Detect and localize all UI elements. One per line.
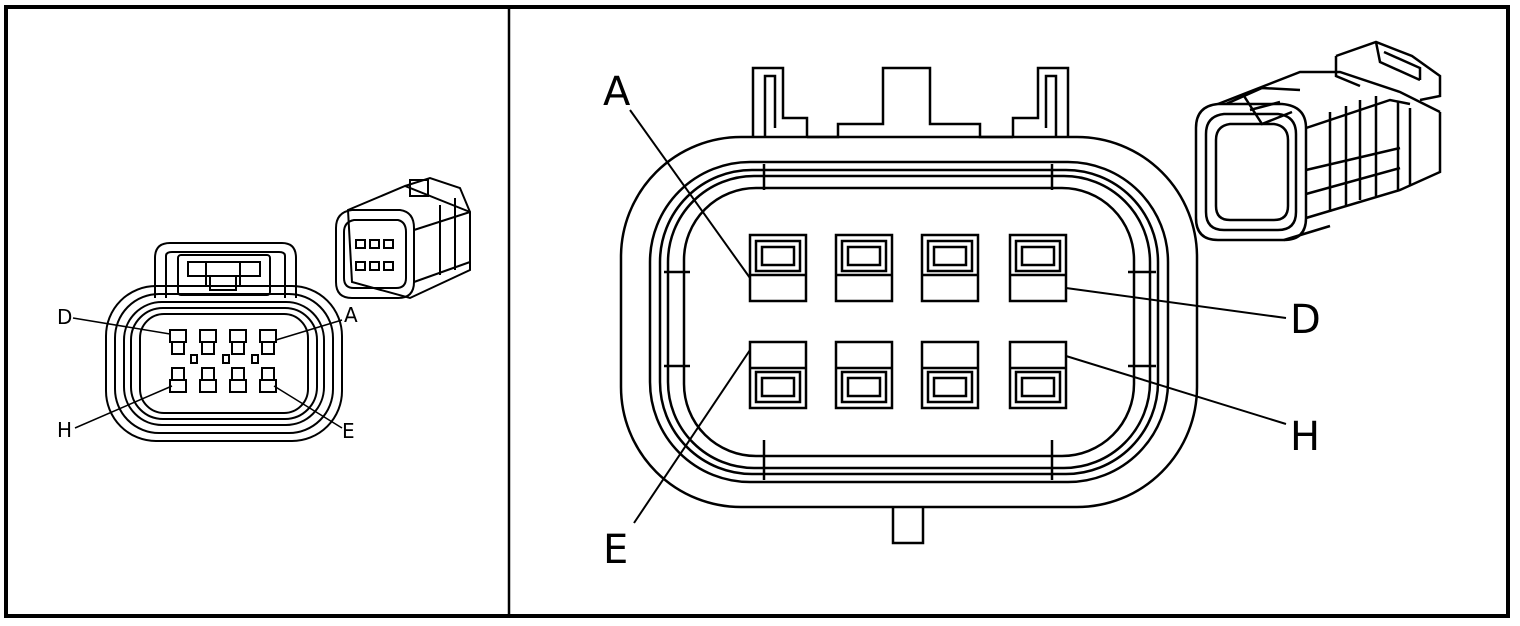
left-connector-isometric [335, 176, 471, 300]
left-leader-lines [72, 317, 343, 429]
right-top-row-terminals [748, 233, 1068, 303]
left-label-d: D [57, 305, 72, 329]
left-label-e: E [342, 419, 355, 443]
terminal-f [834, 340, 894, 410]
terminal-b [834, 233, 894, 303]
left-connector-face [105, 242, 343, 442]
left-label-h: H [57, 418, 72, 442]
left-bottom-cavities [169, 367, 277, 393]
outer-frame [4, 5, 1510, 618]
terminal-a [748, 233, 808, 303]
right-bottom-row-terminals [748, 340, 1068, 410]
left-label-a: A [344, 303, 358, 327]
right-label-h: H [1290, 414, 1320, 460]
terminal-e [748, 340, 808, 410]
terminal-g [920, 340, 980, 410]
right-connector-face [619, 66, 1199, 545]
right-leader-lines [629, 109, 1287, 524]
right-label-a: A [603, 69, 631, 115]
right-connector-isometric [1194, 40, 1442, 242]
terminal-d [1008, 233, 1068, 303]
terminal-c [920, 233, 980, 303]
right-label-d: D [1290, 297, 1321, 343]
right-label-e: E [603, 527, 628, 573]
left-top-cavities [169, 329, 277, 355]
terminal-h [1008, 340, 1068, 410]
